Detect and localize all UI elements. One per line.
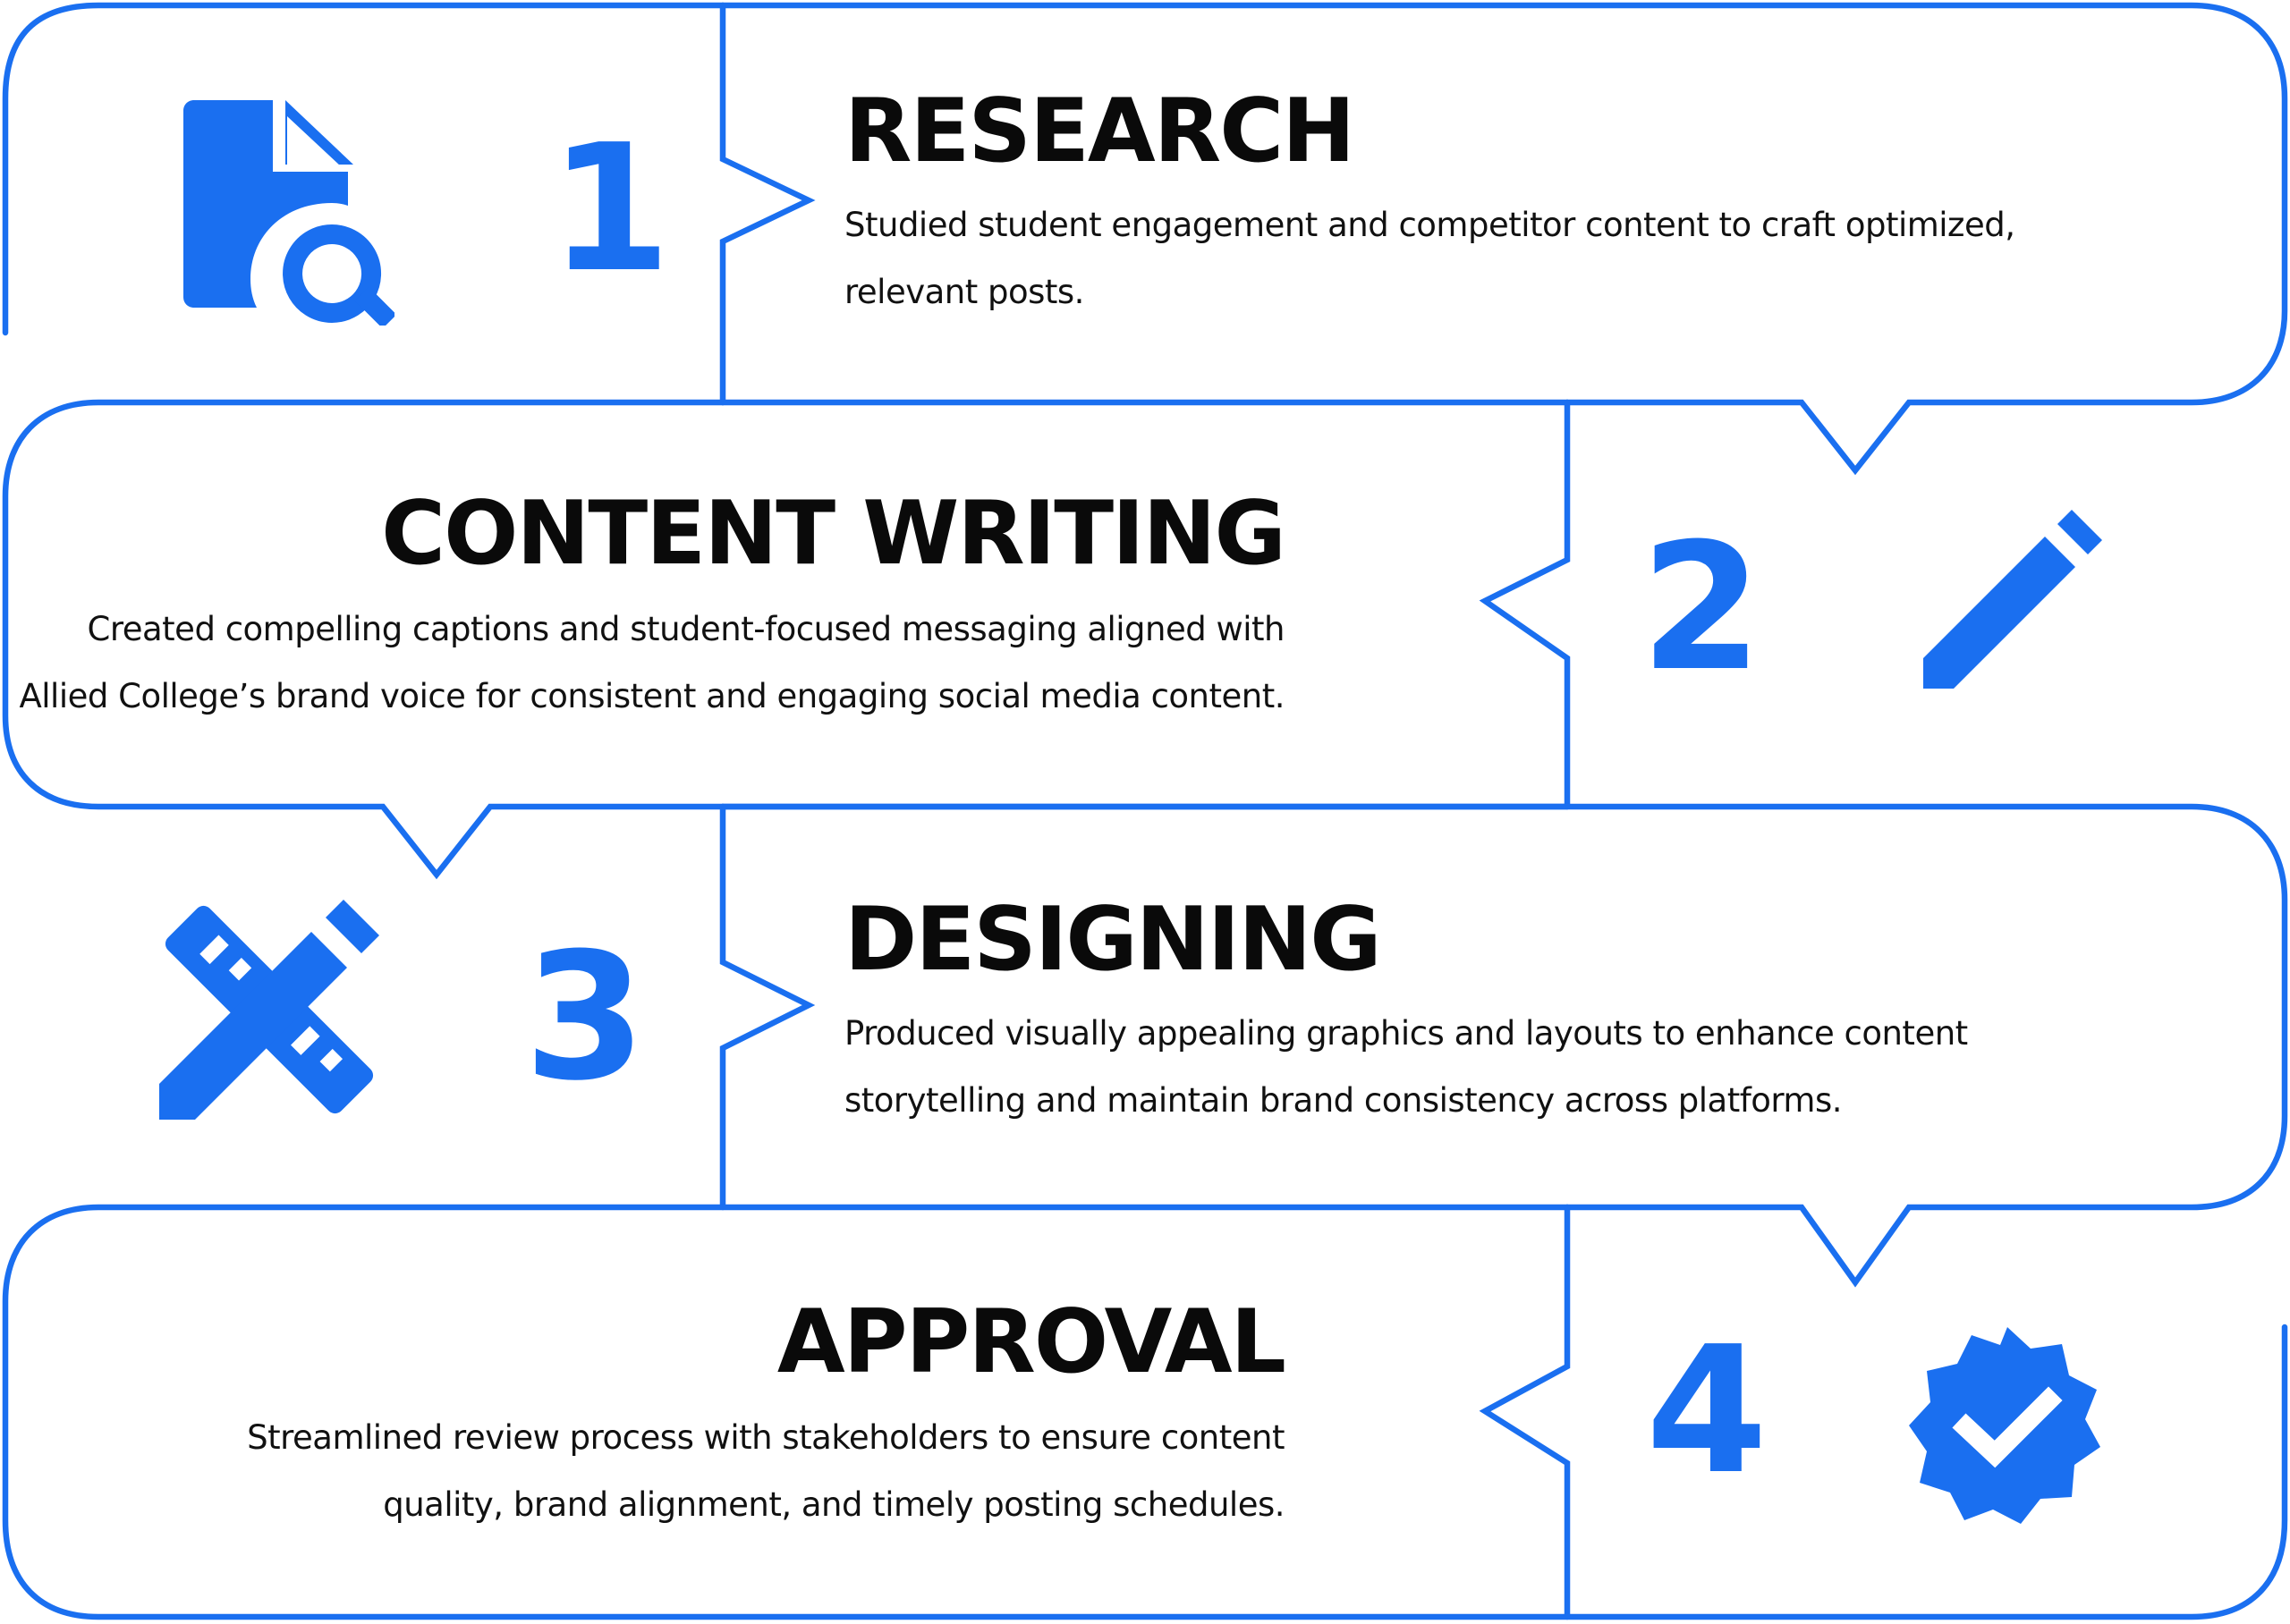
step-4-title: APPROVAL bbox=[776, 1291, 1286, 1393]
step-3-title: DESIGNING bbox=[844, 889, 1382, 991]
step-3-description-line: storytelling and maintain brand consiste… bbox=[844, 1081, 1843, 1120]
step-2-number: 2 bbox=[1640, 506, 1762, 710]
step-1-description: Studied student engagement and competito… bbox=[844, 191, 2015, 326]
band-3-outline-right bbox=[719, 803, 2288, 1288]
band-4-outline-left bbox=[2, 1204, 2288, 1620]
document-search-icon bbox=[183, 100, 394, 326]
step-2-description-line: Allied College’s brand voice for consist… bbox=[19, 677, 1285, 715]
step-1-description-line: Studied student engagement and competito… bbox=[844, 206, 2015, 244]
step-4-number: 4 bbox=[1645, 1309, 1768, 1513]
step-4-description: Streamlined review process with stakehol… bbox=[247, 1404, 1285, 1538]
band-1-outline-right bbox=[719, 2, 2288, 476]
step-4-description-line: Streamlined review process with stakehol… bbox=[247, 1418, 1285, 1457]
pencil-icon bbox=[1923, 510, 2102, 689]
step-2-description-line: Created compelling captions and student-… bbox=[87, 610, 1285, 648]
step-2-title: CONTENT WRITING bbox=[381, 483, 1286, 585]
step-3-number: 3 bbox=[523, 916, 646, 1120]
step-2-description: Created compelling captions and student-… bbox=[19, 596, 1285, 730]
step-1-description-line: relevant posts. bbox=[844, 273, 1084, 311]
band-4-divider bbox=[1479, 1204, 1571, 1620]
band-2-outline-left bbox=[2, 399, 726, 880]
step-1-title: RESEARCH bbox=[844, 80, 1355, 182]
ruler-pencil-icon bbox=[159, 900, 379, 1120]
band-2-divider bbox=[1479, 399, 1571, 810]
band-1-outline-left bbox=[2, 2, 726, 336]
band-3-divider bbox=[719, 803, 816, 1211]
verified-badge-icon bbox=[1904, 1322, 2111, 1529]
step-1-number: 1 bbox=[548, 107, 671, 311]
step-3-description-line: Produced visually appealing graphics and… bbox=[844, 1014, 1968, 1053]
step-3-description: Produced visually appealing graphics and… bbox=[844, 1000, 1968, 1134]
step-4-description-line: quality, brand alignment, and timely pos… bbox=[383, 1485, 1285, 1524]
band-1-divider bbox=[719, 2, 816, 406]
